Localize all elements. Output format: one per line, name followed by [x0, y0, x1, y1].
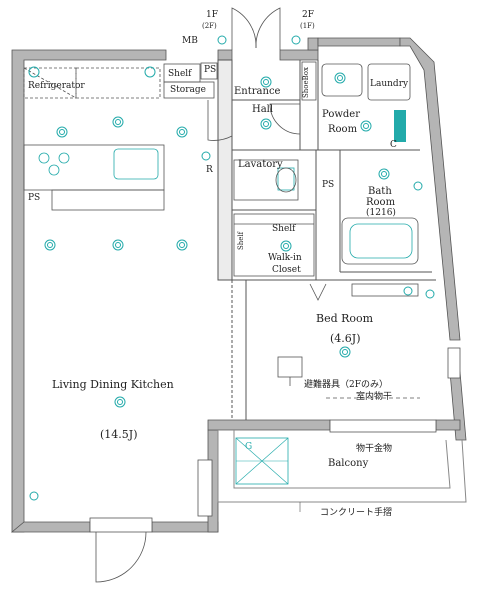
bath-room-size: (1216)	[366, 208, 396, 218]
bathroom-fixtures	[233, 61, 419, 265]
lavatory-label: Lavatory	[238, 159, 283, 170]
evac-note: 避難器具（2Fのみ）	[304, 380, 388, 390]
closet-label-1: Walk-in	[268, 253, 302, 263]
r-mark: R	[206, 165, 213, 175]
bath-room-label-1: Bath	[368, 186, 392, 197]
railing-note: コンクリート手摺	[320, 508, 393, 518]
interior-walls	[217, 59, 436, 420]
closet-shelf-label: Shelf	[272, 224, 296, 234]
ldk-label: Living Dining Kitchen	[52, 378, 174, 391]
doors	[95, 7, 317, 583]
indoor-hanger-note: 室内物干	[356, 392, 393, 402]
powder-room-label-2: Room	[328, 124, 358, 135]
ldk-size-label: (14.5J)	[100, 428, 138, 441]
ps-mark-storage: PS	[204, 65, 217, 75]
bath-room-label-2: Room	[366, 197, 396, 208]
bedroom-label: Bed Room	[316, 312, 374, 325]
floor-2f-label: 2F	[302, 10, 314, 20]
closet-label-2: Closet	[272, 265, 301, 275]
bedroom-fixtures	[233, 213, 420, 399]
meter-box-label: MB	[182, 36, 198, 46]
balcony	[217, 430, 467, 503]
powder-room-label-1: Powder	[322, 109, 361, 120]
kitchen	[23, 62, 218, 211]
balcony-label: Balcony	[328, 458, 369, 469]
refrigerator-label: Refrigerator	[28, 81, 85, 91]
gas-meter-label: G	[245, 442, 253, 452]
laundry-label: Laundry	[370, 79, 409, 89]
ceiling-lights	[28, 35, 435, 501]
shelf-label: Shelf	[168, 69, 192, 79]
ps-mark-bath: PS	[322, 180, 335, 190]
c-mark: C	[390, 140, 397, 150]
hanger-note: 物干金物	[356, 444, 393, 454]
shoebox-label: ShoeBox	[302, 67, 310, 98]
bedroom-size-label: (4.6J)	[330, 332, 361, 345]
windows	[89, 347, 461, 533]
ps-mark-kitchen: PS	[28, 193, 41, 203]
floor-1f-label: 1F	[206, 10, 218, 20]
closet-side-shelf-label: Shelf	[237, 231, 245, 250]
floor-1f-sub-label: (2F)	[202, 22, 217, 30]
entrance-label: Entrance	[234, 86, 281, 97]
storage-label: Storage	[170, 85, 206, 95]
floor-2f-sub-label: (1F)	[300, 22, 315, 30]
hall-label: Hall	[252, 104, 274, 115]
